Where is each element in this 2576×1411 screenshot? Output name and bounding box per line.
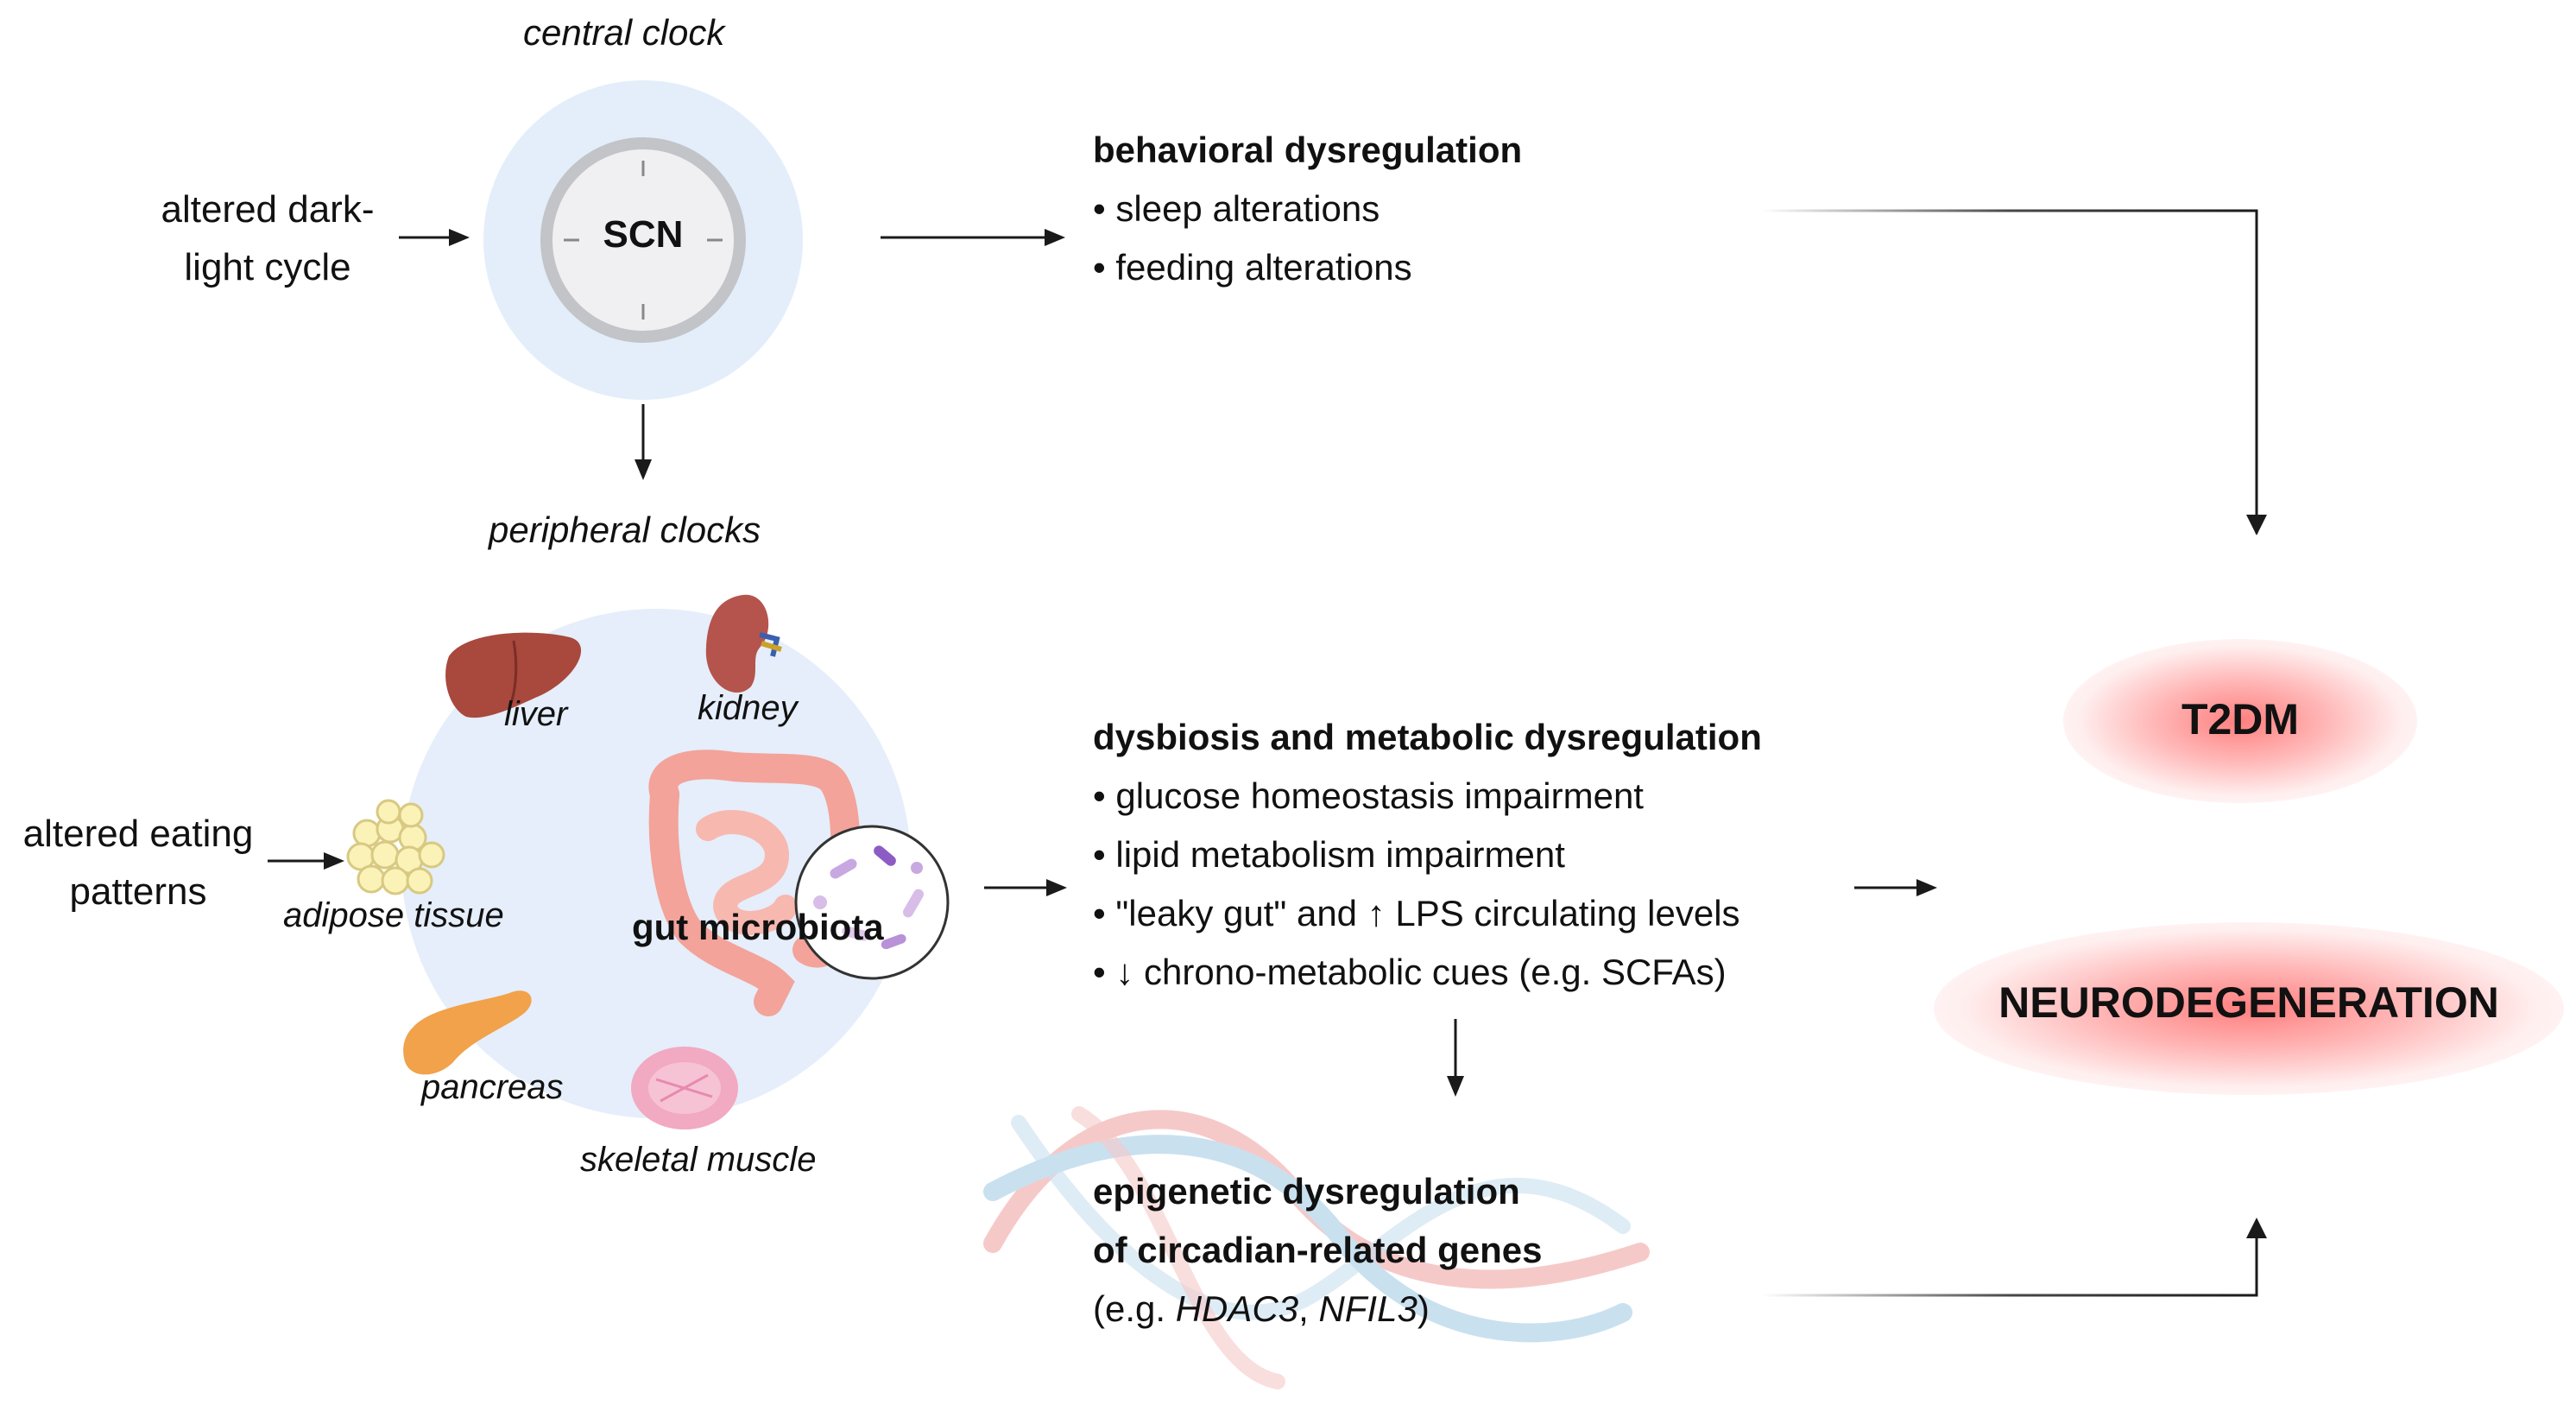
behavioral-title: behavioral dysregulation bbox=[1093, 130, 1523, 170]
neurodegeneration-glow bbox=[1934, 922, 2564, 1095]
arrow-epigenetic-to-neurodegeneration bbox=[1761, 1226, 2258, 1297]
central-clock-icon bbox=[483, 80, 803, 400]
pancreas-icon bbox=[403, 990, 532, 1075]
gene-nfil3: NFIL3 bbox=[1318, 1288, 1417, 1329]
dysbiosis-item: • ↓ chrono-metabolic cues (e.g. SCFAs) bbox=[1093, 952, 1727, 992]
behavioral-item: • feeding alterations bbox=[1093, 247, 1412, 288]
adipose-tissue-label: adipose tissue bbox=[283, 896, 504, 934]
examples-prefix: (e.g. bbox=[1093, 1288, 1176, 1329]
gene-hdac3: HDAC3 bbox=[1175, 1288, 1299, 1329]
examples-separator: , bbox=[1298, 1288, 1319, 1329]
adipose-tissue-icon bbox=[346, 799, 445, 895]
t2dm-glow bbox=[2063, 639, 2417, 803]
darklight-input-line2: light cycle bbox=[184, 246, 351, 288]
liver-icon bbox=[445, 632, 582, 718]
eating-input-line2: patterns bbox=[69, 870, 207, 913]
central-clock-title: central clock bbox=[523, 12, 725, 53]
arrow-behavioral-to-t2dm bbox=[1761, 209, 2258, 534]
epigenetic-title-line2: of circadian-related genes bbox=[1093, 1230, 1543, 1270]
t2dm-label: T2DM bbox=[2181, 695, 2300, 743]
dysbiosis-title: dysbiosis and metabolic dysregulation bbox=[1093, 717, 1762, 757]
eating-input-line1: altered eating bbox=[22, 813, 254, 855]
behavioral-item: • sleep alterations bbox=[1093, 188, 1380, 229]
skeletal-muscle-label: skeletal muscle bbox=[580, 1141, 817, 1179]
dysbiosis-item: • lipid metabolism impairment bbox=[1093, 834, 1565, 875]
darklight-input-line1: altered dark- bbox=[161, 188, 375, 231]
dysbiosis-item: • glucose homeostasis impairment bbox=[1093, 775, 1644, 816]
epigenetic-title-line1: epigenetic dysregulation bbox=[1093, 1171, 1520, 1212]
neurodegeneration-label: NEURODEGENERATION bbox=[1998, 978, 2499, 1027]
kidney-label: kidney bbox=[698, 689, 798, 727]
gut-microbiota-label: gut microbiota bbox=[632, 907, 884, 947]
dna-helix-icon bbox=[983, 1106, 1650, 1389]
skeletal-muscle-icon bbox=[631, 1047, 738, 1129]
kidney-icon bbox=[705, 594, 782, 693]
liver-label: liver bbox=[504, 695, 568, 733]
microbiota-circle-icon bbox=[794, 825, 950, 980]
pancreas-label: pancreas bbox=[421, 1068, 564, 1106]
dysbiosis-item: • "leaky gut" and ↑ LPS circulating leve… bbox=[1093, 893, 1740, 933]
peripheral-clocks-title: peripheral clocks bbox=[489, 509, 761, 550]
scn-label: SCN bbox=[603, 213, 684, 256]
epigenetic-examples: (e.g. HDAC3, NFIL3) bbox=[1093, 1287, 1430, 1332]
examples-suffix: ) bbox=[1417, 1288, 1430, 1329]
